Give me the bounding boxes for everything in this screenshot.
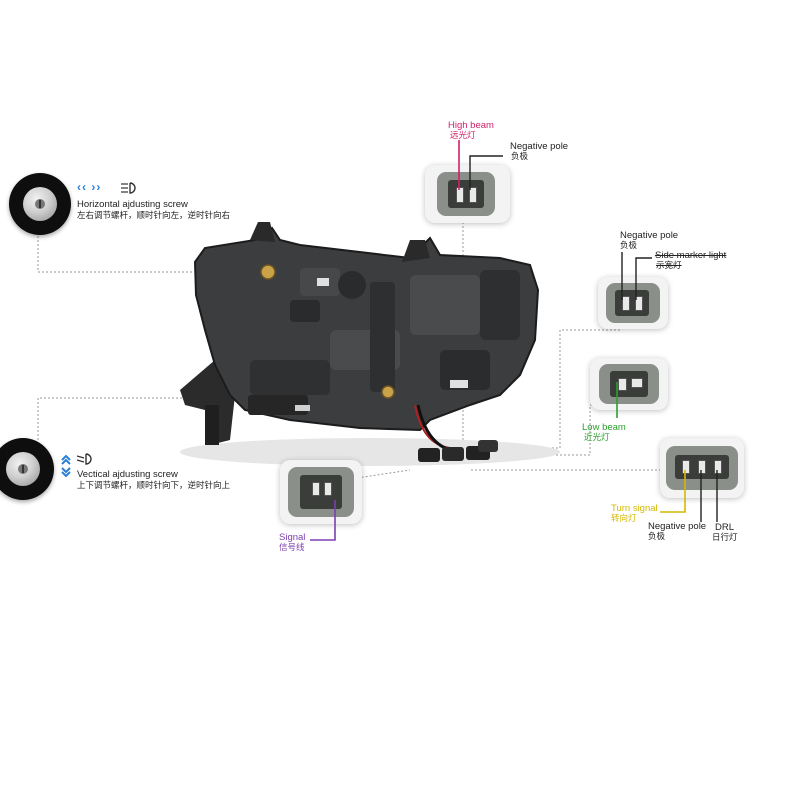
top-negative-pole-label-cn: 负极 [511, 151, 529, 161]
vertical-screw-label-cn: 上下调节螺杆，顺时针向下，逆时针向上 [77, 480, 231, 490]
high-beam-connector [425, 165, 510, 223]
drl-label-cn: 日行灯 [712, 532, 738, 542]
horizontal-screw-closeup [9, 173, 71, 235]
signal-label-cn: 信号线 [279, 542, 305, 552]
turn-signal-label-cn: 转向灯 [611, 513, 637, 523]
side-marker-connector [598, 277, 668, 329]
high-beam-label: High beam [448, 120, 494, 131]
low-beam-label-cn: 近光灯 [584, 432, 610, 442]
side-marker-light-label: Side marker light [655, 250, 727, 261]
headlight-beam-icon [76, 453, 92, 465]
horizontal-screw-label-cn: 左右调节螺杆，顺时针向左，逆时针向右 [77, 210, 231, 220]
signal-label: Signal [279, 532, 306, 543]
side-marker-light-label-cn: 示宽灯 [656, 260, 682, 270]
low-beam-label: Low beam [582, 422, 626, 433]
turn-drl-connector [660, 438, 744, 498]
horizontal-screw-label: Horizontal ajdusting screw [77, 199, 188, 210]
up-down-arrows-icon [61, 454, 71, 478]
vertical-screw-label: Vectical ajdusting screw [77, 469, 178, 480]
turn-signal-label: Turn signal [611, 503, 658, 514]
side-negative-pole-label: Negative pole [620, 230, 679, 241]
low-beam-connector [590, 358, 668, 410]
vertical-screw-closeup [0, 438, 54, 500]
left-right-arrows-icon: ‹‹ ›› [77, 180, 102, 194]
turn-negative-pole-label-cn: 负极 [648, 531, 666, 541]
screw-icon [18, 464, 28, 474]
signal-connector [280, 460, 362, 524]
high-beam-label-cn: 远光灯 [450, 130, 476, 140]
top-negative-pole-label: Negative pole [510, 141, 569, 152]
screw-icon [35, 199, 45, 209]
side-negative-pole-label-cn: 负极 [620, 240, 638, 250]
drl-label: DRL [715, 522, 735, 533]
headlight-beam-icon [121, 182, 136, 194]
turn-negative-pole-label: Negative pole [648, 521, 707, 532]
